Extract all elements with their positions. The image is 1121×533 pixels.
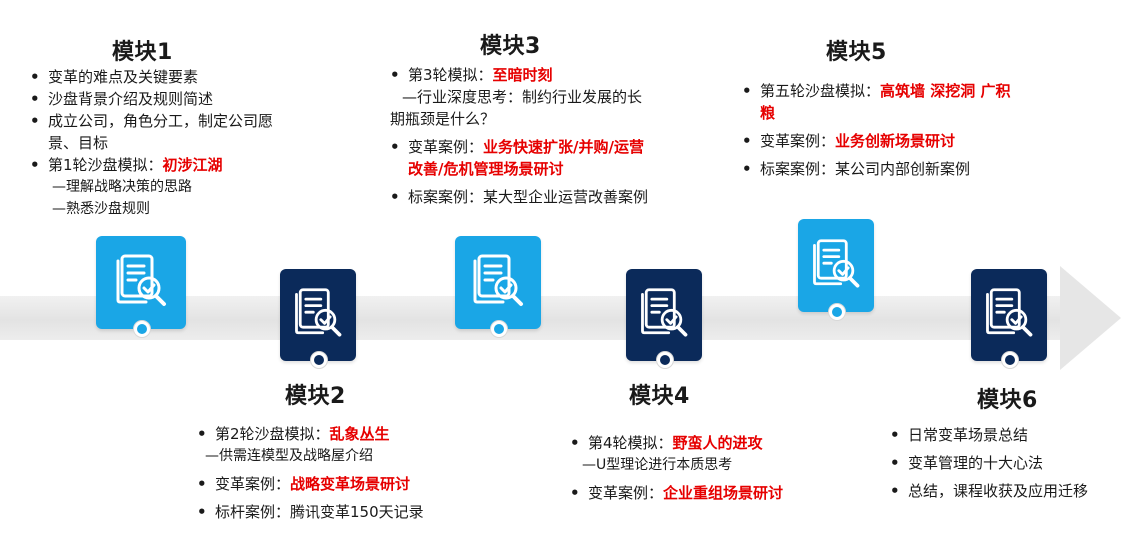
document-magnifier-icon <box>473 254 523 306</box>
module6-dot <box>1002 352 1018 368</box>
module5-title: 模块5 <box>826 40 887 65</box>
sub-item: —熟悉沙盘规则 <box>52 201 150 217</box>
list-item: •标案案例：某大型企业运营改善案例 <box>390 188 649 206</box>
module3-card <box>455 236 541 329</box>
document-magnifier-icon <box>641 288 688 337</box>
module2-card <box>280 269 356 361</box>
document-magnifier-icon <box>116 254 166 306</box>
sub-item: —理解战略决策的思路 <box>52 179 192 195</box>
list-item: •变革案例：企业重组场景研讨 <box>570 484 784 502</box>
module1-dot <box>134 321 150 337</box>
module3-title: 模块3 <box>480 34 541 59</box>
module1-list: •变革的难点及关键要素 •沙盘背景介绍及规则简述 •成立公司，角色分工，制定公司… <box>30 66 274 220</box>
module5-card <box>798 219 874 312</box>
module6-list: •日常变革场景总结 •变革管理的十大心法 •总结，课程收获及应用迁移 <box>890 424 1115 502</box>
module1-title: 模块1 <box>112 40 173 65</box>
list-item: •第3轮模拟：至暗时刻 <box>390 66 553 84</box>
document-magnifier-icon <box>295 288 342 337</box>
list-item: •变革案例：业务快速扩张/并购/运营改善/危机管理场景研讨 <box>390 138 644 178</box>
document-magnifier-icon <box>813 238 860 288</box>
list-item: •变革管理的十大心法 <box>890 454 1044 472</box>
module6-title: 模块6 <box>977 388 1038 413</box>
module4-title: 模块4 <box>629 384 690 409</box>
list-item: •成立公司，角色分工，制定公司愿景、目标 <box>30 112 274 152</box>
module6-card <box>971 269 1047 361</box>
list-item: •变革案例：业务创新场景研讨 <box>742 132 956 150</box>
list-item: •第五轮沙盘模拟：高筑墙 深挖洞 广积粮 <box>742 82 1011 122</box>
list-item: •沙盘背景介绍及规则简述 <box>30 90 214 108</box>
module5-list: •第五轮沙盘模拟：高筑墙 深挖洞 广积粮 •变革案例：业务创新场景研讨 •标案案… <box>742 80 1010 180</box>
module4-dot <box>657 352 673 368</box>
list-item: •标杆案例：腾讯变革150天记录 <box>197 503 424 521</box>
module4-card <box>626 269 702 361</box>
module2-title: 模块2 <box>285 384 346 409</box>
list-item: •标案案例：某公司内部创新案例 <box>742 160 971 178</box>
list-item: •变革案例：战略变革场景研讨 <box>197 475 411 493</box>
document-magnifier-icon <box>986 288 1033 337</box>
module3-list: •第3轮模拟：至暗时刻 —行业深度思考：制约行业发展的长期瓶颈是什么？ •变革案… <box>390 64 649 208</box>
module3-dot <box>491 321 507 337</box>
list-item: •日常变革场景总结 <box>890 426 1029 444</box>
list-item: •第2轮沙盘模拟：乱象丛生 <box>197 425 390 443</box>
module2-list: •第2轮沙盘模拟：乱象丛生 —供需连模型及战略屋介绍 •变革案例：战略变革场景研… <box>197 423 487 523</box>
module5-dot <box>829 304 845 320</box>
module4-list: •第4轮模拟：野蛮人的进攻 —U型理论进行本质思考 •变革案例：企业重组场景研讨 <box>570 432 830 504</box>
sub-item: —行业深度思考：制约行业发展的长期瓶颈是什么？ <box>390 88 643 128</box>
module1-card <box>96 236 186 329</box>
list-item: •总结，课程收获及应用迁移 <box>890 482 1089 500</box>
module2-dot <box>311 352 327 368</box>
list-item: •变革的难点及关键要素 <box>30 68 199 86</box>
list-item: •第4轮模拟：野蛮人的进攻 <box>570 434 763 452</box>
sub-item: —U型理论进行本质思考 <box>582 457 733 473</box>
sub-item: —供需连模型及战略屋介绍 <box>205 448 373 464</box>
list-item: •第1轮沙盘模拟：初涉江湖 <box>30 156 223 174</box>
timeline-arrowhead <box>1060 266 1121 370</box>
